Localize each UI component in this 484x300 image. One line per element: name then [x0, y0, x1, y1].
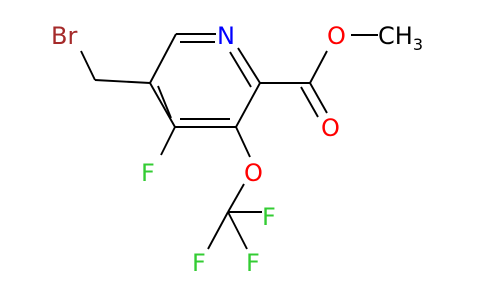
bond-ccarbonyl-o-double-b: [300, 86, 319, 118]
atom-n: N: [217, 22, 235, 50]
atom-f-ring: F: [141, 159, 155, 187]
bond-br-ch2: [80, 50, 96, 81]
atom-ch3-subscript: 3: [413, 35, 423, 54]
bond-n-c2-double: [229, 51, 252, 88]
atom-ch3-main: CH: [378, 22, 413, 50]
bond-cf3-f-lower: [227, 211, 248, 250]
bond-ch2-c5: [94, 79, 151, 84]
atom-f2: F: [192, 249, 206, 277]
atom-f1: F: [262, 203, 276, 231]
atom-br: Br: [51, 22, 77, 50]
bond-c2-c3: [235, 82, 261, 128]
bond-c4-c5-double: [157, 85, 172, 119]
bonds: [80, 33, 378, 250]
atom-labels: Br N O O O F F F F CH3: [51, 22, 423, 277]
bond-c5-c6: [149, 33, 177, 84]
bond-cf3-f-left: [207, 211, 229, 250]
atom-o-ether: O: [327, 22, 346, 50]
bond-ccarbonyl-o-double-a: [309, 82, 328, 114]
atom-o-ocf3: O: [244, 159, 263, 187]
atom-ch3: CH3: [378, 22, 423, 54]
atom-o-carbonyl: O: [321, 114, 340, 142]
atom-f3: F: [246, 249, 260, 277]
bond-c3-o: [235, 126, 251, 158]
bond-ccarbonyl-o-ether: [309, 50, 328, 84]
bond-c4-c5: [149, 82, 176, 128]
bond-c4-f: [160, 126, 176, 156]
bond-o-cf3: [227, 183, 245, 213]
bond-n-c2: [237, 47, 261, 84]
